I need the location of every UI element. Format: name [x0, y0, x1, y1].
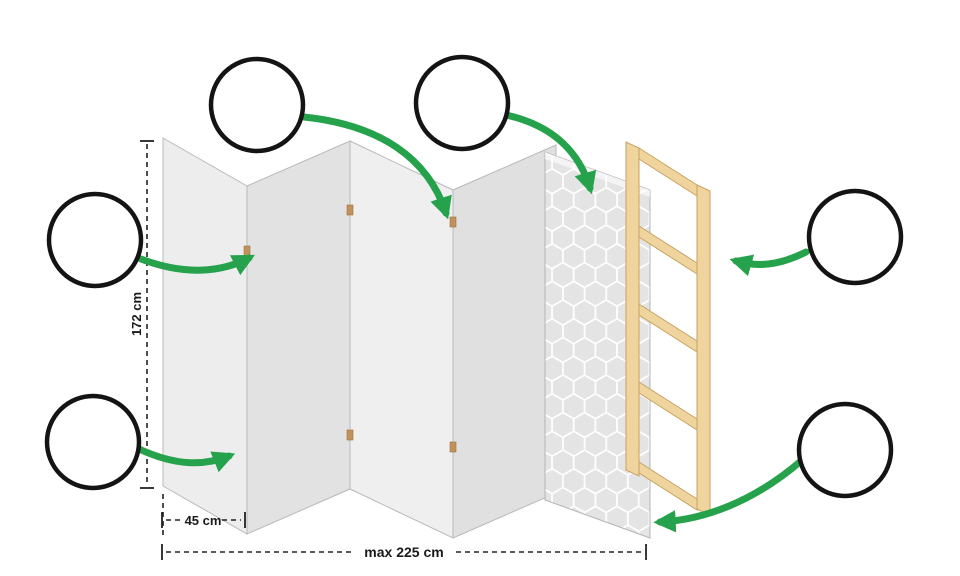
frame-rung [638, 381, 698, 431]
hinge-mark [346, 429, 354, 441]
screen-panel-1 [162, 137, 248, 535]
hinge-mark [346, 204, 354, 216]
hinge-mark [449, 441, 457, 453]
dimension-height: 172 cm [129, 140, 154, 489]
arrow-hinge [137, 254, 255, 276]
frame-rung [638, 225, 698, 275]
callout-ring [806, 188, 904, 286]
callout-ring [413, 54, 511, 152]
arrow-wood [729, 248, 810, 277]
arrow-foot [653, 457, 805, 533]
height-label: 172 cm [129, 292, 144, 336]
arrow-pattern [502, 111, 597, 195]
screen-panel-2 [246, 140, 351, 535]
frame-right-rail [696, 184, 711, 516]
callout-ring [46, 191, 144, 289]
patterned-panel [544, 151, 651, 539]
callout-pattern-edge [413, 54, 511, 152]
arrow-texture [135, 445, 236, 473]
pattern-face [544, 151, 651, 539]
hinge-mark [243, 245, 251, 257]
callout-ring [208, 56, 306, 154]
callout-foot [796, 401, 894, 499]
callout-wood [806, 188, 904, 286]
callout-arrows [135, 111, 810, 533]
screen-panel-4 [452, 144, 557, 539]
dimension-total-width: max 225 cm [161, 544, 647, 560]
frame-rung [638, 303, 698, 353]
frame-left-rail [625, 141, 640, 477]
frame-rung [638, 461, 698, 511]
callout-ring [44, 393, 142, 491]
frame-rung [638, 147, 698, 197]
folding-screen [162, 137, 557, 539]
screen-hinges [243, 204, 457, 453]
callout-hinge [46, 191, 144, 289]
callout-frame-corner [208, 56, 306, 154]
pattern-top-edge [545, 152, 650, 197]
panel-width-label: 45 cm [185, 513, 222, 528]
wooden-frame [625, 141, 711, 516]
callout-ring [796, 401, 894, 499]
dimension-panel-width: 45 cm [161, 494, 246, 538]
total-width-label: max 225 cm [364, 544, 443, 560]
callout-texture [44, 393, 142, 491]
hinge-mark [449, 216, 457, 228]
arrow-frame-corner [300, 113, 452, 220]
